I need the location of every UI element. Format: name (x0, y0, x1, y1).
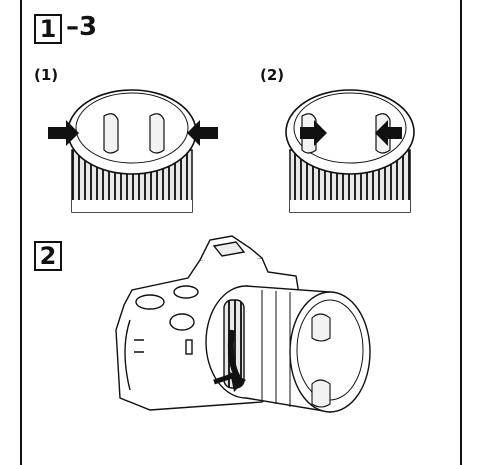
substep-1-label: (1) (34, 66, 59, 84)
step-2-number: 2 (34, 241, 62, 271)
cap-tab-left (103, 113, 119, 154)
page-frame (20, 0, 462, 465)
step-1-suffix: –3 (66, 12, 98, 42)
mode-dial (135, 294, 165, 310)
arrow-icon (375, 120, 402, 146)
arrow-icon (300, 120, 327, 146)
substep-2-label: (2) (260, 66, 285, 84)
grip (124, 319, 131, 391)
arrow-icon (187, 120, 218, 146)
arrow-icon (48, 120, 79, 146)
step-1-number: 1 (34, 14, 62, 44)
shutter-dial (173, 285, 199, 299)
camera-with-lens-illustration (115, 235, 371, 413)
rotate-arrow-icon (227, 329, 241, 380)
lens-cap (67, 89, 197, 175)
lens-cap-illustration-2 (285, 89, 415, 213)
lens-cap-illustration-1 (48, 89, 218, 213)
control-dial (169, 313, 195, 331)
cap-tab-right (149, 113, 165, 154)
lens-front-cap (289, 291, 371, 413)
